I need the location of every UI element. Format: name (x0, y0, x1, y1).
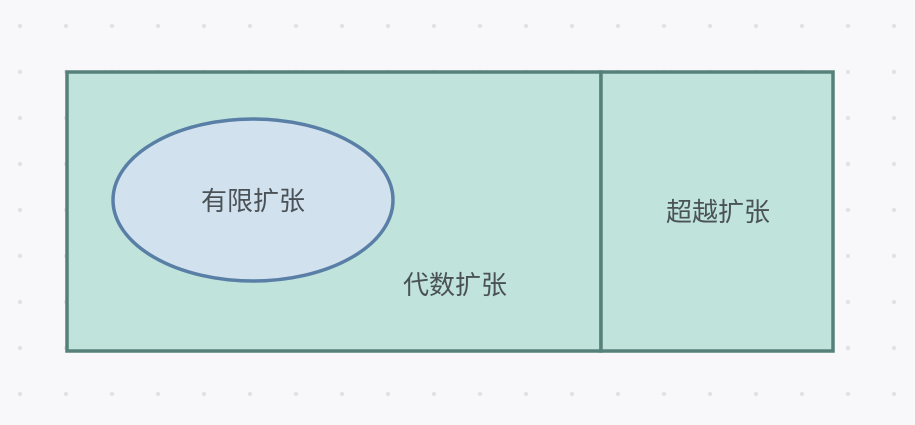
grid-dot (891, 345, 897, 351)
grid-dot (201, 391, 207, 397)
grid-dot (17, 115, 23, 121)
grid-dot (477, 391, 483, 397)
grid-dot (845, 69, 851, 75)
grid-dot (339, 23, 345, 29)
grid-dot (17, 391, 23, 397)
algebraic-extension-label: 代数扩张 (403, 271, 507, 301)
grid-dot (569, 391, 575, 397)
grid-dot (385, 391, 391, 397)
grid-dot (431, 23, 437, 29)
grid-dot (661, 391, 667, 397)
grid-dot (201, 23, 207, 29)
grid-dot (569, 23, 575, 29)
grid-dot (523, 391, 529, 397)
grid-dot (845, 253, 851, 259)
grid-dot (523, 23, 529, 29)
grid-dot (247, 391, 253, 397)
grid-dot (891, 161, 897, 167)
grid-dot (615, 391, 621, 397)
grid-dot (247, 23, 253, 29)
grid-dot (891, 253, 897, 259)
finite-extension-ellipse (111, 117, 395, 283)
grid-dot (891, 69, 897, 75)
grid-dot (753, 391, 759, 397)
grid-dot (799, 23, 805, 29)
grid-dot (431, 391, 437, 397)
grid-dot (17, 69, 23, 75)
grid-dot (891, 391, 897, 397)
grid-dot (155, 391, 161, 397)
grid-dot (661, 23, 667, 29)
grid-dot (63, 23, 69, 29)
grid-dot (845, 23, 851, 29)
grid-dot (17, 23, 23, 29)
grid-dot (293, 391, 299, 397)
grid-dot (707, 23, 713, 29)
grid-dot (17, 345, 23, 351)
grid-dot (845, 345, 851, 351)
finite-extension-label: 有限扩张 (201, 187, 305, 217)
grid-dot (17, 207, 23, 213)
grid-dot (385, 23, 391, 29)
grid-dot (477, 23, 483, 29)
grid-dot (891, 299, 897, 305)
grid-dot (845, 207, 851, 213)
grid-dot (615, 23, 621, 29)
grid-dot (155, 23, 161, 29)
grid-dot (845, 115, 851, 121)
transcendental-extension-box (599, 70, 835, 353)
grid-dot (17, 299, 23, 305)
grid-dot (799, 391, 805, 397)
grid-dot (753, 23, 759, 29)
grid-dot (17, 161, 23, 167)
grid-dot (891, 23, 897, 29)
grid-dot (707, 391, 713, 397)
grid-dot (891, 207, 897, 213)
grid-dot (293, 23, 299, 29)
grid-dot (845, 161, 851, 167)
transcendental-extension-label: 超越扩张 (666, 198, 770, 228)
grid-dot (17, 253, 23, 259)
grid-dot (63, 391, 69, 397)
grid-dot (109, 23, 115, 29)
grid-dot (109, 391, 115, 397)
grid-dot (845, 299, 851, 305)
grid-dot (891, 115, 897, 121)
grid-dot (339, 391, 345, 397)
grid-dot (845, 391, 851, 397)
